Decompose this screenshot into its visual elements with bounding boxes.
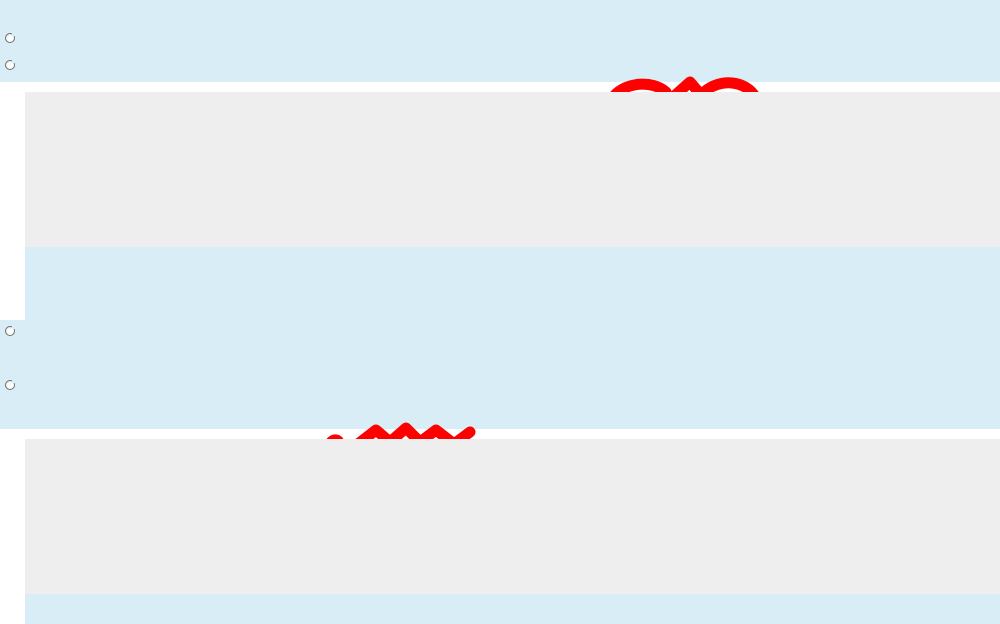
question-1-options-band xyxy=(0,0,1000,82)
question-2-option-1-radio[interactable] xyxy=(5,325,16,336)
question-2-options-band xyxy=(0,320,1000,429)
question-2-option-2-radio[interactable] xyxy=(5,379,16,390)
question-2-header-band xyxy=(25,247,1000,320)
question-2-content-panel xyxy=(25,439,1000,594)
question-3-header-band xyxy=(25,594,1000,624)
question-1-option-1-radio[interactable] xyxy=(5,32,16,43)
question-1-content-panel xyxy=(25,92,1000,247)
question-1-option-2-radio[interactable] xyxy=(5,59,16,70)
